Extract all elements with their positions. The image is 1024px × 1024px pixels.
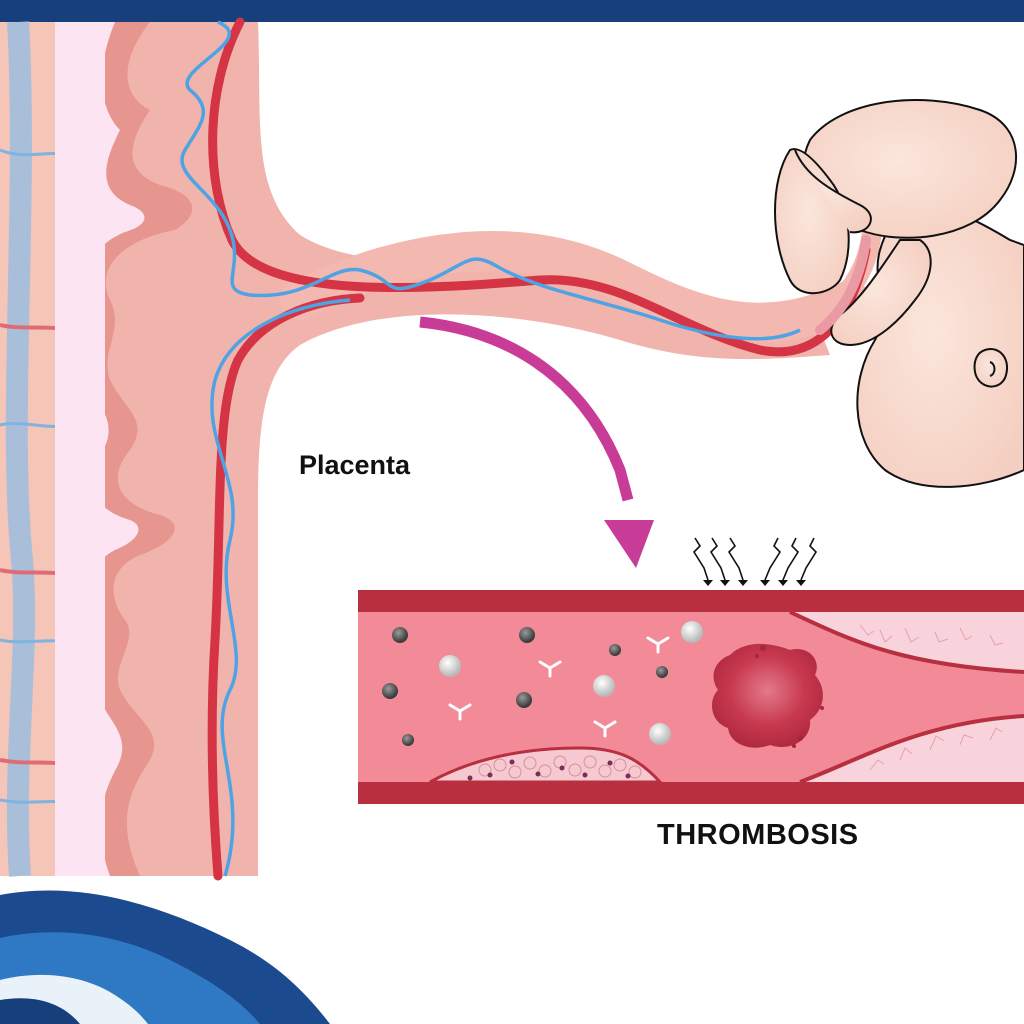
blood-clot xyxy=(712,643,823,748)
placental-tissue xyxy=(86,22,830,876)
thrombosis-vessel xyxy=(358,590,1024,804)
placenta-label: Placenta xyxy=(299,450,411,480)
curved-arrow-icon xyxy=(419,316,654,568)
top-bar xyxy=(0,0,1024,22)
fetus-figure xyxy=(774,99,1024,488)
decorative-waves xyxy=(0,890,330,1024)
cord-insertion xyxy=(815,235,871,335)
pressure-arrows-icon xyxy=(692,537,818,586)
artery-vessel xyxy=(207,17,871,881)
blood-cells xyxy=(382,621,703,746)
thrombosis-label: THROMBOSIS xyxy=(657,819,859,851)
vein-vessel xyxy=(180,20,801,877)
